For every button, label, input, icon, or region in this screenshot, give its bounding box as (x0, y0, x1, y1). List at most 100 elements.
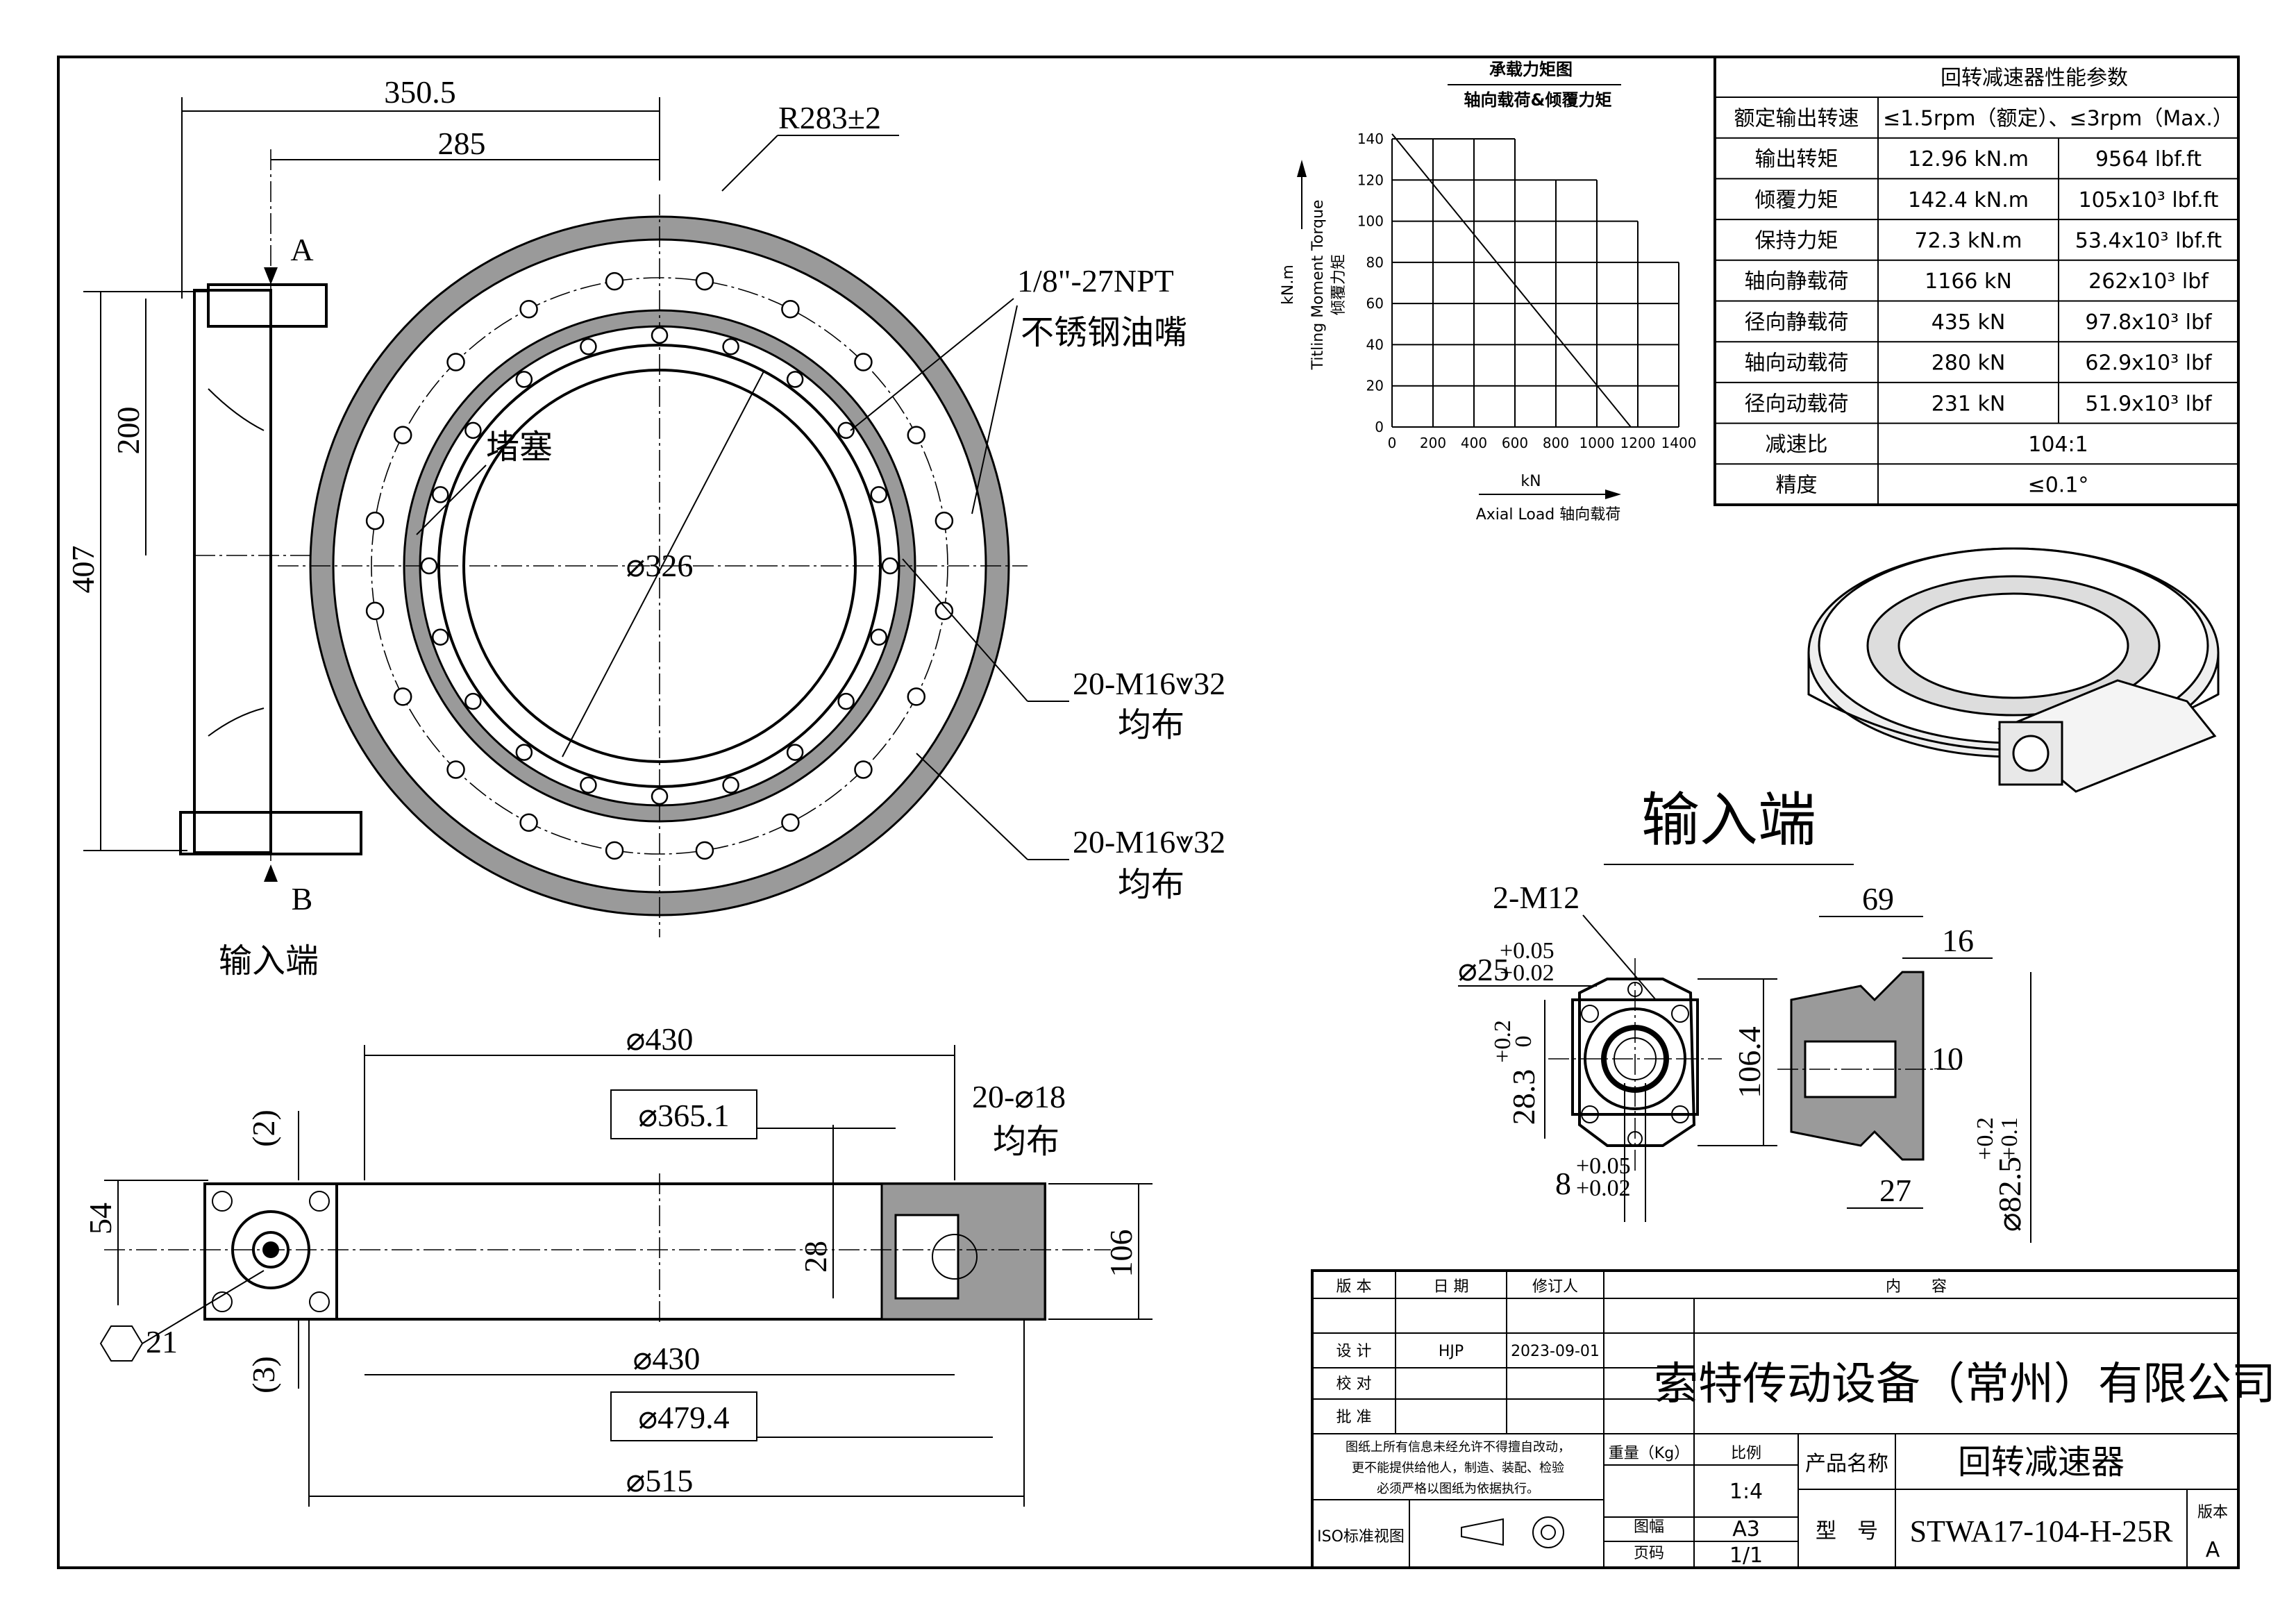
spec-row-label: 轴向动载荷 (1745, 351, 1849, 376)
x-tick-label: 0 (1388, 435, 1397, 451)
spec-row-metric: 280 kN (1932, 351, 2006, 376)
tb-check: 校 对 (1336, 1375, 1372, 1393)
spec-row-metric: 142.4 kN.m (1908, 188, 2029, 212)
radius-label: R283±2 (778, 100, 881, 135)
tb-product-label: 产品名称 (1805, 1452, 1888, 1476)
spec-row-imperial: 262x10³ lbf (2088, 269, 2209, 294)
tb-scale-label: 比例 (1731, 1445, 1761, 1462)
inner-bolt-hole (870, 628, 888, 646)
inner-bolt-hole (515, 744, 533, 761)
inner-bolt-hole (464, 421, 482, 440)
grease-fitting-size: 1/8"-27NPT (1017, 263, 1174, 299)
dia-430-top: ⌀430 (626, 1021, 694, 1057)
tb-page-label: 页码 (1634, 1545, 1664, 1562)
outer-bolt-hole (781, 299, 800, 319)
tb-approve: 批 准 (1336, 1409, 1372, 1426)
tb-design: 设 计 (1336, 1343, 1372, 1360)
tb-rev-label: 版本 (2197, 1504, 2228, 1521)
chart-y-label-en: Titling Moment Torque (1309, 200, 1327, 371)
dim-28-3: 28.3 (1506, 1069, 1541, 1125)
outer-bolt-hole (446, 353, 465, 371)
shaft-diameter: ⌀25 (1458, 952, 1509, 987)
tb-company: 索特传动设备（常州）有限公司 (1654, 1359, 2276, 1410)
spec-row-label: 轴向静载荷 (1745, 269, 1849, 294)
spec-row-label: 保持力矩 (1755, 228, 1838, 253)
tb-note-1: 图纸上所有信息未经允许不得擅自改动， (1346, 1440, 1570, 1455)
dim-27: 27 (1879, 1173, 1911, 1208)
tb-format: A3 (1732, 1517, 1760, 1541)
tb-note-3: 必须严格以图纸为依据执行。 (1377, 1482, 1539, 1496)
key-width: 8 (1555, 1166, 1571, 1201)
title-block: 版 本 日 期 修订人 内 容 设 计 HJP 2023-09-01 校 对 批… (1311, 1269, 2276, 1569)
inner-bolt-hole (722, 776, 739, 794)
inner-bolt-hole (431, 628, 449, 646)
plug-label: 堵塞 (486, 428, 553, 467)
inner-bolt-hole (580, 337, 597, 355)
inner-bolt-hole (464, 692, 482, 710)
input-end-label: 输入端 (219, 941, 319, 980)
y-tick-label: 0 (1375, 419, 1384, 435)
projection-symbol-icon (1461, 1516, 1564, 1548)
chart-y-label-cn: 倾覆力矩 (1330, 254, 1348, 315)
x-tick-label: 1000 (1579, 435, 1615, 451)
spec-row-imperial: 51.9x10³ lbf (2085, 392, 2213, 416)
spec-row-imperial: 53.4x10³ lbf.ft (2075, 228, 2222, 253)
outer-bolt-hole (519, 299, 538, 319)
dim-200: 200 (110, 407, 146, 455)
x-tick-label: 400 (1461, 435, 1487, 451)
outer-bolt-hole (935, 511, 954, 530)
plan-view: 350.5 285 R283±2 200 407 A B (65, 74, 1225, 980)
inner-bolt-hole (870, 486, 888, 503)
pilot-tol-lower: +0.1 (1997, 1117, 2022, 1160)
iso-product-render (1807, 547, 2220, 793)
dim-28-3-tol-lower: 0 (1511, 1036, 1536, 1048)
chart-title-2: 轴向载荷&倾覆力矩 (1464, 90, 1612, 110)
dia-479: ⌀479.4 (638, 1400, 729, 1435)
tb-model-label: 型 号 (1816, 1519, 1878, 1543)
tb-weight-label: 重量（Kg） (1609, 1445, 1689, 1462)
outer-bolt-hole (393, 426, 412, 444)
input-end-detail: 输入端 2-M12 ⌀25 +0.05 +0.02 28.3 +0.2 0 10… (1458, 786, 2031, 1243)
inner-bolt-hole (580, 776, 597, 794)
tb-h-reviser: 修订人 (1532, 1278, 1578, 1296)
dim-350: 350.5 (384, 74, 456, 110)
spec-row-imperial: 62.9x10³ lbf (2085, 351, 2213, 376)
spec-row-metric: 72.3 kN.m (1915, 228, 2022, 253)
outer-bolt-hole (446, 760, 465, 779)
outer-bolt-hole (907, 687, 926, 706)
chart-series-line (1391, 133, 1632, 428)
inner-bolt-hole (786, 744, 804, 761)
spec-row-label: 输出转矩 (1755, 147, 1838, 171)
outer-bolt-hole (365, 601, 385, 621)
tb-iso-label: ISO标准视图 (1317, 1528, 1405, 1546)
holes-inner-note: 均布 (1118, 865, 1184, 904)
y-tick-label: 40 (1366, 336, 1384, 353)
holes-inner-spec: 20-M16⩔32 (1073, 824, 1225, 860)
key-tol-upper: +0.05 (1576, 1153, 1631, 1179)
holes-outer-note: 均布 (1118, 705, 1184, 744)
tb-format-label: 图幅 (1634, 1518, 1664, 1536)
spec-table: 回转减速器性能参数 额定输出转速≤1.5rpm（额定）、≤3rpm（Max.）输… (1713, 56, 2240, 506)
outer-bolt-hole (854, 353, 873, 371)
hex-size: 21 (146, 1324, 178, 1359)
shaft-tol-upper: +0.05 (1500, 938, 1555, 964)
inner-bolt-hole (881, 557, 899, 575)
x-tick-label: 200 (1420, 435, 1446, 451)
drawing-border (57, 56, 2240, 1569)
tb-h-version: 版 本 (1336, 1278, 1372, 1296)
spec-row-label: 额定输出转速 (1734, 106, 1859, 131)
dia-515: ⌀515 (626, 1463, 694, 1498)
tb-h-content: 内 容 (1886, 1278, 1947, 1296)
x-tick-label: 1200 (1620, 435, 1656, 451)
chart-y-unit: kN.m (1280, 265, 1297, 305)
tb-design-date: 2023-09-01 (1511, 1343, 1600, 1360)
inner-bolt-hole (837, 692, 855, 710)
spec-row-imperial: 97.8x10³ lbf (2085, 310, 2213, 335)
chart-x-label: Axial Load 轴向载荷 (1476, 506, 1621, 524)
y-tick-label: 20 (1366, 378, 1384, 394)
outer-bolt-hole (907, 426, 926, 444)
outer-bolt-hole (781, 813, 800, 832)
input-end-title: 输入端 (1641, 786, 1816, 854)
spec-row-label: 径向静载荷 (1745, 310, 1849, 335)
